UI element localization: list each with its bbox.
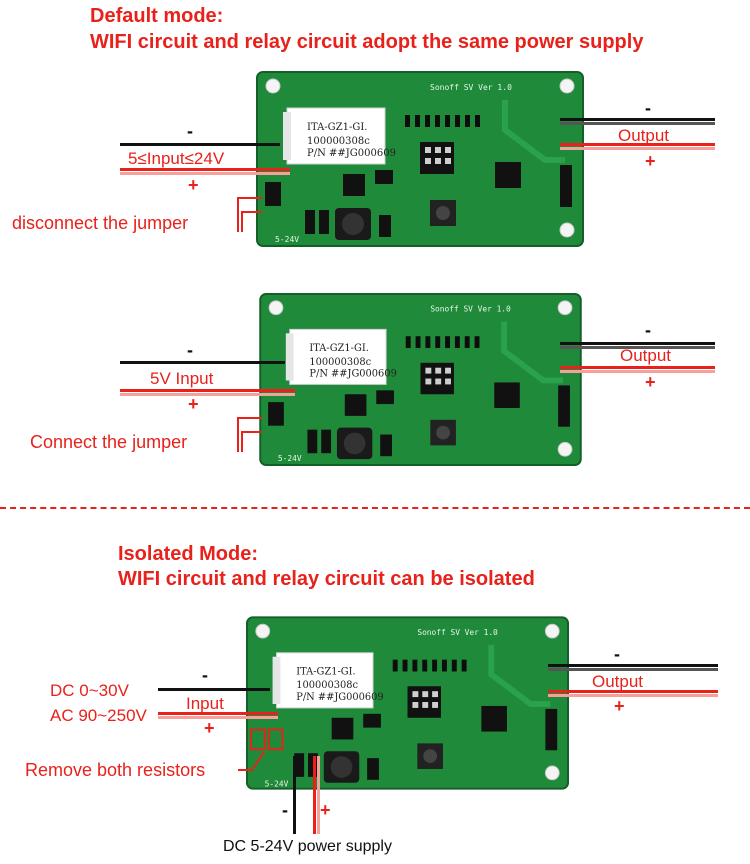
section-divider <box>0 507 750 509</box>
input-minus-sign: - <box>187 340 193 360</box>
jumper-label: disconnect the jumper <box>12 213 189 233</box>
ac-range-label: AC 90~250V <box>50 706 147 725</box>
svg-text:5-24V: 5-24V <box>275 235 299 244</box>
input-plus-sign: + <box>188 394 199 414</box>
supply-wire-positive <box>313 756 316 834</box>
output-minus-sign: - <box>645 320 651 340</box>
input-minus-sign: - <box>202 665 208 685</box>
output-wire-positive <box>560 143 715 146</box>
svg-text:5-24V: 5-24V <box>278 454 302 463</box>
svg-text:ITA-GZ1-GI.: ITA-GZ1-GI. <box>307 122 367 133</box>
default-mode-title: Default mode: <box>90 5 224 27</box>
remove-resistors-label: Remove both resistors <box>25 760 206 780</box>
input-minus-sign: - <box>187 121 193 141</box>
input-wire-negative <box>120 143 280 146</box>
svg-text:Sonoff SV Ver 1.0: Sonoff SV Ver 1.0 <box>430 83 512 92</box>
output-label: Output <box>620 346 672 365</box>
output-wire-negative <box>548 664 718 667</box>
sonoff-board-isolated: Sonoff SV Ver 1.0 ITA-GZ1-GI. 100000308c… <box>245 616 570 790</box>
svg-text:100000308c: 100000308c <box>307 136 370 147</box>
svg-text:P/N ##JG000609: P/N ##JG000609 <box>296 692 383 703</box>
input-wire-positive <box>120 389 295 392</box>
sonoff-board-default-1: Sonoff SV Ver 1.0 ITA-GZ1-GI. 100000308c… <box>256 71 584 247</box>
isolated-mode-subtitle: WIFI circuit and relay circuit can be is… <box>118 568 535 590</box>
svg-text:Sonoff SV Ver 1.0: Sonoff SV Ver 1.0 <box>430 305 511 314</box>
input-wire-positive <box>120 168 290 171</box>
svg-text:P/N ##JG000609: P/N ##JG000609 <box>307 148 396 159</box>
input-wire-positive <box>158 712 278 715</box>
output-wire-positive <box>560 366 715 369</box>
default-mode-subtitle: WIFI circuit and relay circuit adopt the… <box>90 31 644 53</box>
output-plus-sign: + <box>645 372 656 392</box>
jumper-pointer <box>237 417 262 452</box>
input-plus-sign: + <box>204 718 215 738</box>
svg-text:100000308c: 100000308c <box>296 680 358 691</box>
output-label: Output <box>592 672 644 691</box>
dc-range-label: DC 0~30V <box>50 681 129 700</box>
supply-wire-negative <box>293 756 296 834</box>
svg-text:P/N ##JG000609: P/N ##JG000609 <box>309 369 396 380</box>
svg-text:100000308c: 100000308c <box>309 357 371 368</box>
output-minus-sign: - <box>645 98 651 118</box>
sonoff-board-default-2: Sonoff SV Ver 1.0 ITA-GZ1-GI. 100000308c… <box>259 292 582 467</box>
supply-minus-sign: - <box>282 800 288 820</box>
input-wire-negative <box>120 361 285 364</box>
output-plus-sign: + <box>614 696 625 716</box>
input-wire-negative <box>158 688 270 691</box>
input-plus-sign: + <box>188 175 199 195</box>
output-wire-positive <box>548 690 718 693</box>
input-range-label: 5≤Input≤24V <box>128 149 225 168</box>
supply-plus-sign: + <box>320 800 331 820</box>
output-label: Output <box>618 126 670 145</box>
input-voltage-label: 5V Input <box>150 369 214 388</box>
jumper-pointer <box>237 197 262 232</box>
output-wire-negative <box>560 118 715 121</box>
svg-text:ITA-GZ1-GI.: ITA-GZ1-GI. <box>309 343 368 354</box>
output-plus-sign: + <box>645 151 656 171</box>
jumper-label: Connect the jumper <box>30 432 188 452</box>
output-minus-sign: - <box>614 644 620 664</box>
power-supply-label: DC 5-24V power supply <box>223 838 392 855</box>
svg-text:Sonoff SV Ver 1.0: Sonoff SV Ver 1.0 <box>417 628 498 637</box>
input-label: Input <box>186 694 224 713</box>
svg-text:ITA-GZ1-GI.: ITA-GZ1-GI. <box>296 666 355 677</box>
resistor-pointer <box>238 751 265 771</box>
output-wire-negative <box>560 342 715 345</box>
isolated-mode-title: Isolated Mode: <box>118 543 259 565</box>
svg-text:5-24V: 5-24V <box>265 780 289 789</box>
